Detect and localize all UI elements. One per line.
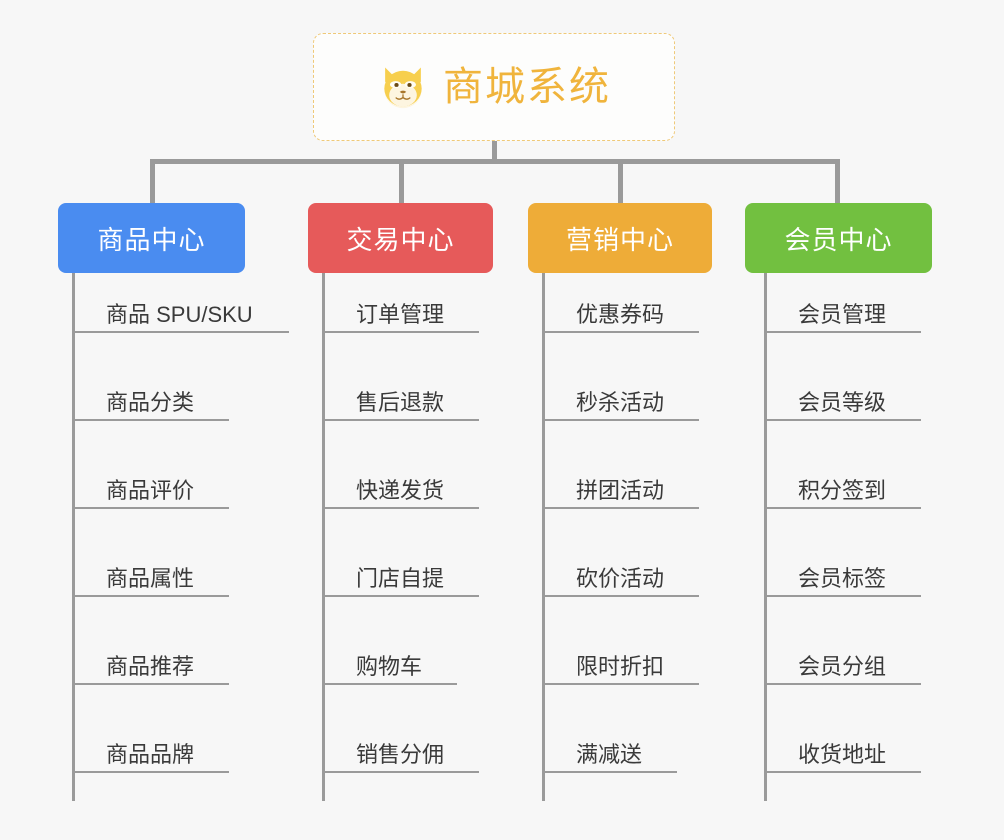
leaf-item[interactable]: 会员管理 <box>764 281 921 333</box>
category-label: 会员中心 <box>784 224 893 255</box>
leaf-label: 商品分类 <box>106 389 195 415</box>
leaf-label: 限时折扣 <box>576 653 665 679</box>
leaf-label: 拼团活动 <box>576 477 665 503</box>
leaf-item[interactable]: 秒杀活动 <box>542 369 699 421</box>
category-box-member-center[interactable]: 会员中心 <box>745 203 932 273</box>
category-label: 商品中心 <box>97 224 206 255</box>
leaf-label: 商品品牌 <box>106 741 195 767</box>
leaf-label: 门店自提 <box>356 565 445 591</box>
category-box-marketing-center[interactable]: 营销中心 <box>528 203 712 273</box>
leaf-item[interactable]: 订单管理 <box>322 281 479 333</box>
connector-drop-3 <box>618 159 623 204</box>
leaf-item[interactable]: 限时折扣 <box>542 633 699 685</box>
leaf-item[interactable]: 售后退款 <box>322 369 479 421</box>
leaf-label: 商品推荐 <box>106 653 195 679</box>
connector-drop-4 <box>835 159 840 204</box>
dog-face-icon <box>377 61 429 113</box>
branch-spine <box>72 273 75 801</box>
branch-spine <box>322 273 325 801</box>
leaf-label: 满减送 <box>576 741 643 767</box>
connector-root-stem <box>492 141 497 162</box>
connector-drop-1 <box>150 159 155 204</box>
category-label: 交易中心 <box>346 224 455 255</box>
leaf-label: 会员管理 <box>798 301 887 327</box>
leaf-label: 商品 SPU/SKU <box>106 301 253 327</box>
category-label: 营销中心 <box>565 224 674 255</box>
leaf-item[interactable]: 商品评价 <box>72 457 229 509</box>
root-node[interactable]: 商城系统 <box>313 33 675 141</box>
leaf-label: 会员分组 <box>798 653 887 679</box>
leaf-item[interactable]: 会员等级 <box>764 369 921 421</box>
leaf-label: 优惠券码 <box>576 301 665 327</box>
leaf-item[interactable]: 商品属性 <box>72 545 229 597</box>
leaf-item[interactable]: 商品分类 <box>72 369 229 421</box>
leaf-label: 会员标签 <box>798 565 887 591</box>
category-box-trade-center[interactable]: 交易中心 <box>308 203 493 273</box>
leaf-item[interactable]: 会员分组 <box>764 633 921 685</box>
leaf-item[interactable]: 积分签到 <box>764 457 921 509</box>
leaf-item[interactable]: 砍价活动 <box>542 545 699 597</box>
leaf-label: 秒杀活动 <box>576 389 665 415</box>
connector-bus <box>150 159 840 164</box>
connector-drop-2 <box>399 159 404 204</box>
leaf-label: 购物车 <box>356 653 423 679</box>
leaf-item[interactable]: 商品推荐 <box>72 633 229 685</box>
leaf-label: 销售分佣 <box>356 741 445 767</box>
leaf-item[interactable]: 销售分佣 <box>322 721 479 773</box>
leaf-label: 会员等级 <box>798 389 887 415</box>
leaf-item[interactable]: 购物车 <box>322 633 457 685</box>
leaf-item[interactable]: 商品 SPU/SKU <box>72 281 289 333</box>
leaf-item[interactable]: 满减送 <box>542 721 677 773</box>
leaf-label: 订单管理 <box>356 301 445 327</box>
leaf-label: 积分签到 <box>798 477 887 503</box>
leaf-label: 快递发货 <box>356 477 445 503</box>
leaf-item[interactable]: 优惠券码 <box>542 281 699 333</box>
category-box-product-center[interactable]: 商品中心 <box>58 203 245 273</box>
leaf-item[interactable]: 会员标签 <box>764 545 921 597</box>
leaf-label: 商品属性 <box>106 565 195 591</box>
leaf-label: 收货地址 <box>798 741 887 767</box>
branch-spine <box>764 273 767 801</box>
leaf-label: 售后退款 <box>356 389 445 415</box>
leaf-item[interactable]: 收货地址 <box>764 721 921 773</box>
leaf-item[interactable]: 拼团活动 <box>542 457 699 509</box>
root-title: 商城系统 <box>443 65 611 109</box>
leaf-item[interactable]: 快递发货 <box>322 457 479 509</box>
leaf-item[interactable]: 门店自提 <box>322 545 479 597</box>
leaf-label: 砍价活动 <box>576 565 665 591</box>
branch-spine <box>542 273 545 801</box>
leaf-label: 商品评价 <box>106 477 195 503</box>
leaf-item[interactable]: 商品品牌 <box>72 721 229 773</box>
